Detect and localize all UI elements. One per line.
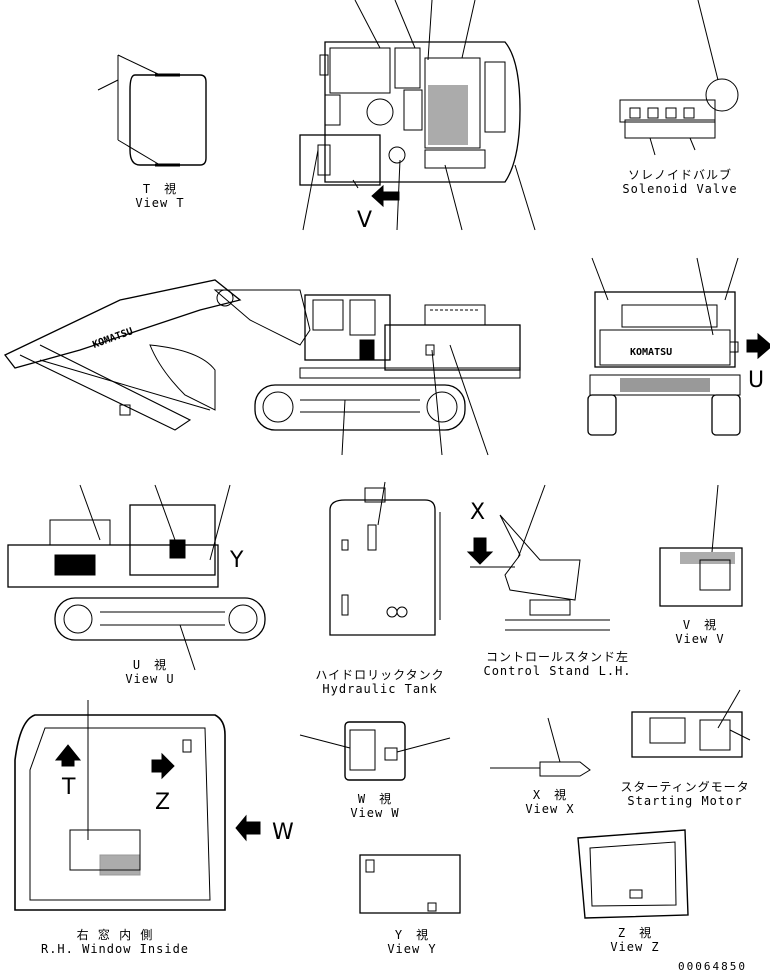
brand-logo-rear: KOMATSU xyxy=(630,347,673,358)
letter-x: X xyxy=(470,500,486,525)
view-u-drawing xyxy=(7,484,266,671)
rear-view-machine xyxy=(587,257,770,436)
view-t-panel xyxy=(97,54,207,167)
letter-y: Y xyxy=(230,548,244,573)
view-x-drawing xyxy=(490,717,591,777)
starting-motor-drawing xyxy=(631,689,751,758)
solenoid-valve-drawing xyxy=(619,0,739,156)
view-w-drawing xyxy=(299,721,451,781)
excavator-side-view xyxy=(3,279,521,456)
hydraulic-tank-drawing xyxy=(329,481,441,636)
view-y-drawing xyxy=(359,854,461,914)
drawing-code: 00064850 xyxy=(678,960,747,973)
view-v-drawing xyxy=(659,484,743,607)
top-view-machine xyxy=(299,0,536,231)
letter-v: V xyxy=(357,208,373,233)
letter-w: W xyxy=(272,820,294,845)
view-z-drawing xyxy=(577,829,689,919)
rh-window-drawing xyxy=(14,700,261,911)
control-stand-drawing xyxy=(466,484,610,631)
letter-t: T xyxy=(62,775,76,800)
letter-u: U xyxy=(748,368,765,393)
letter-z: Z xyxy=(155,790,171,815)
